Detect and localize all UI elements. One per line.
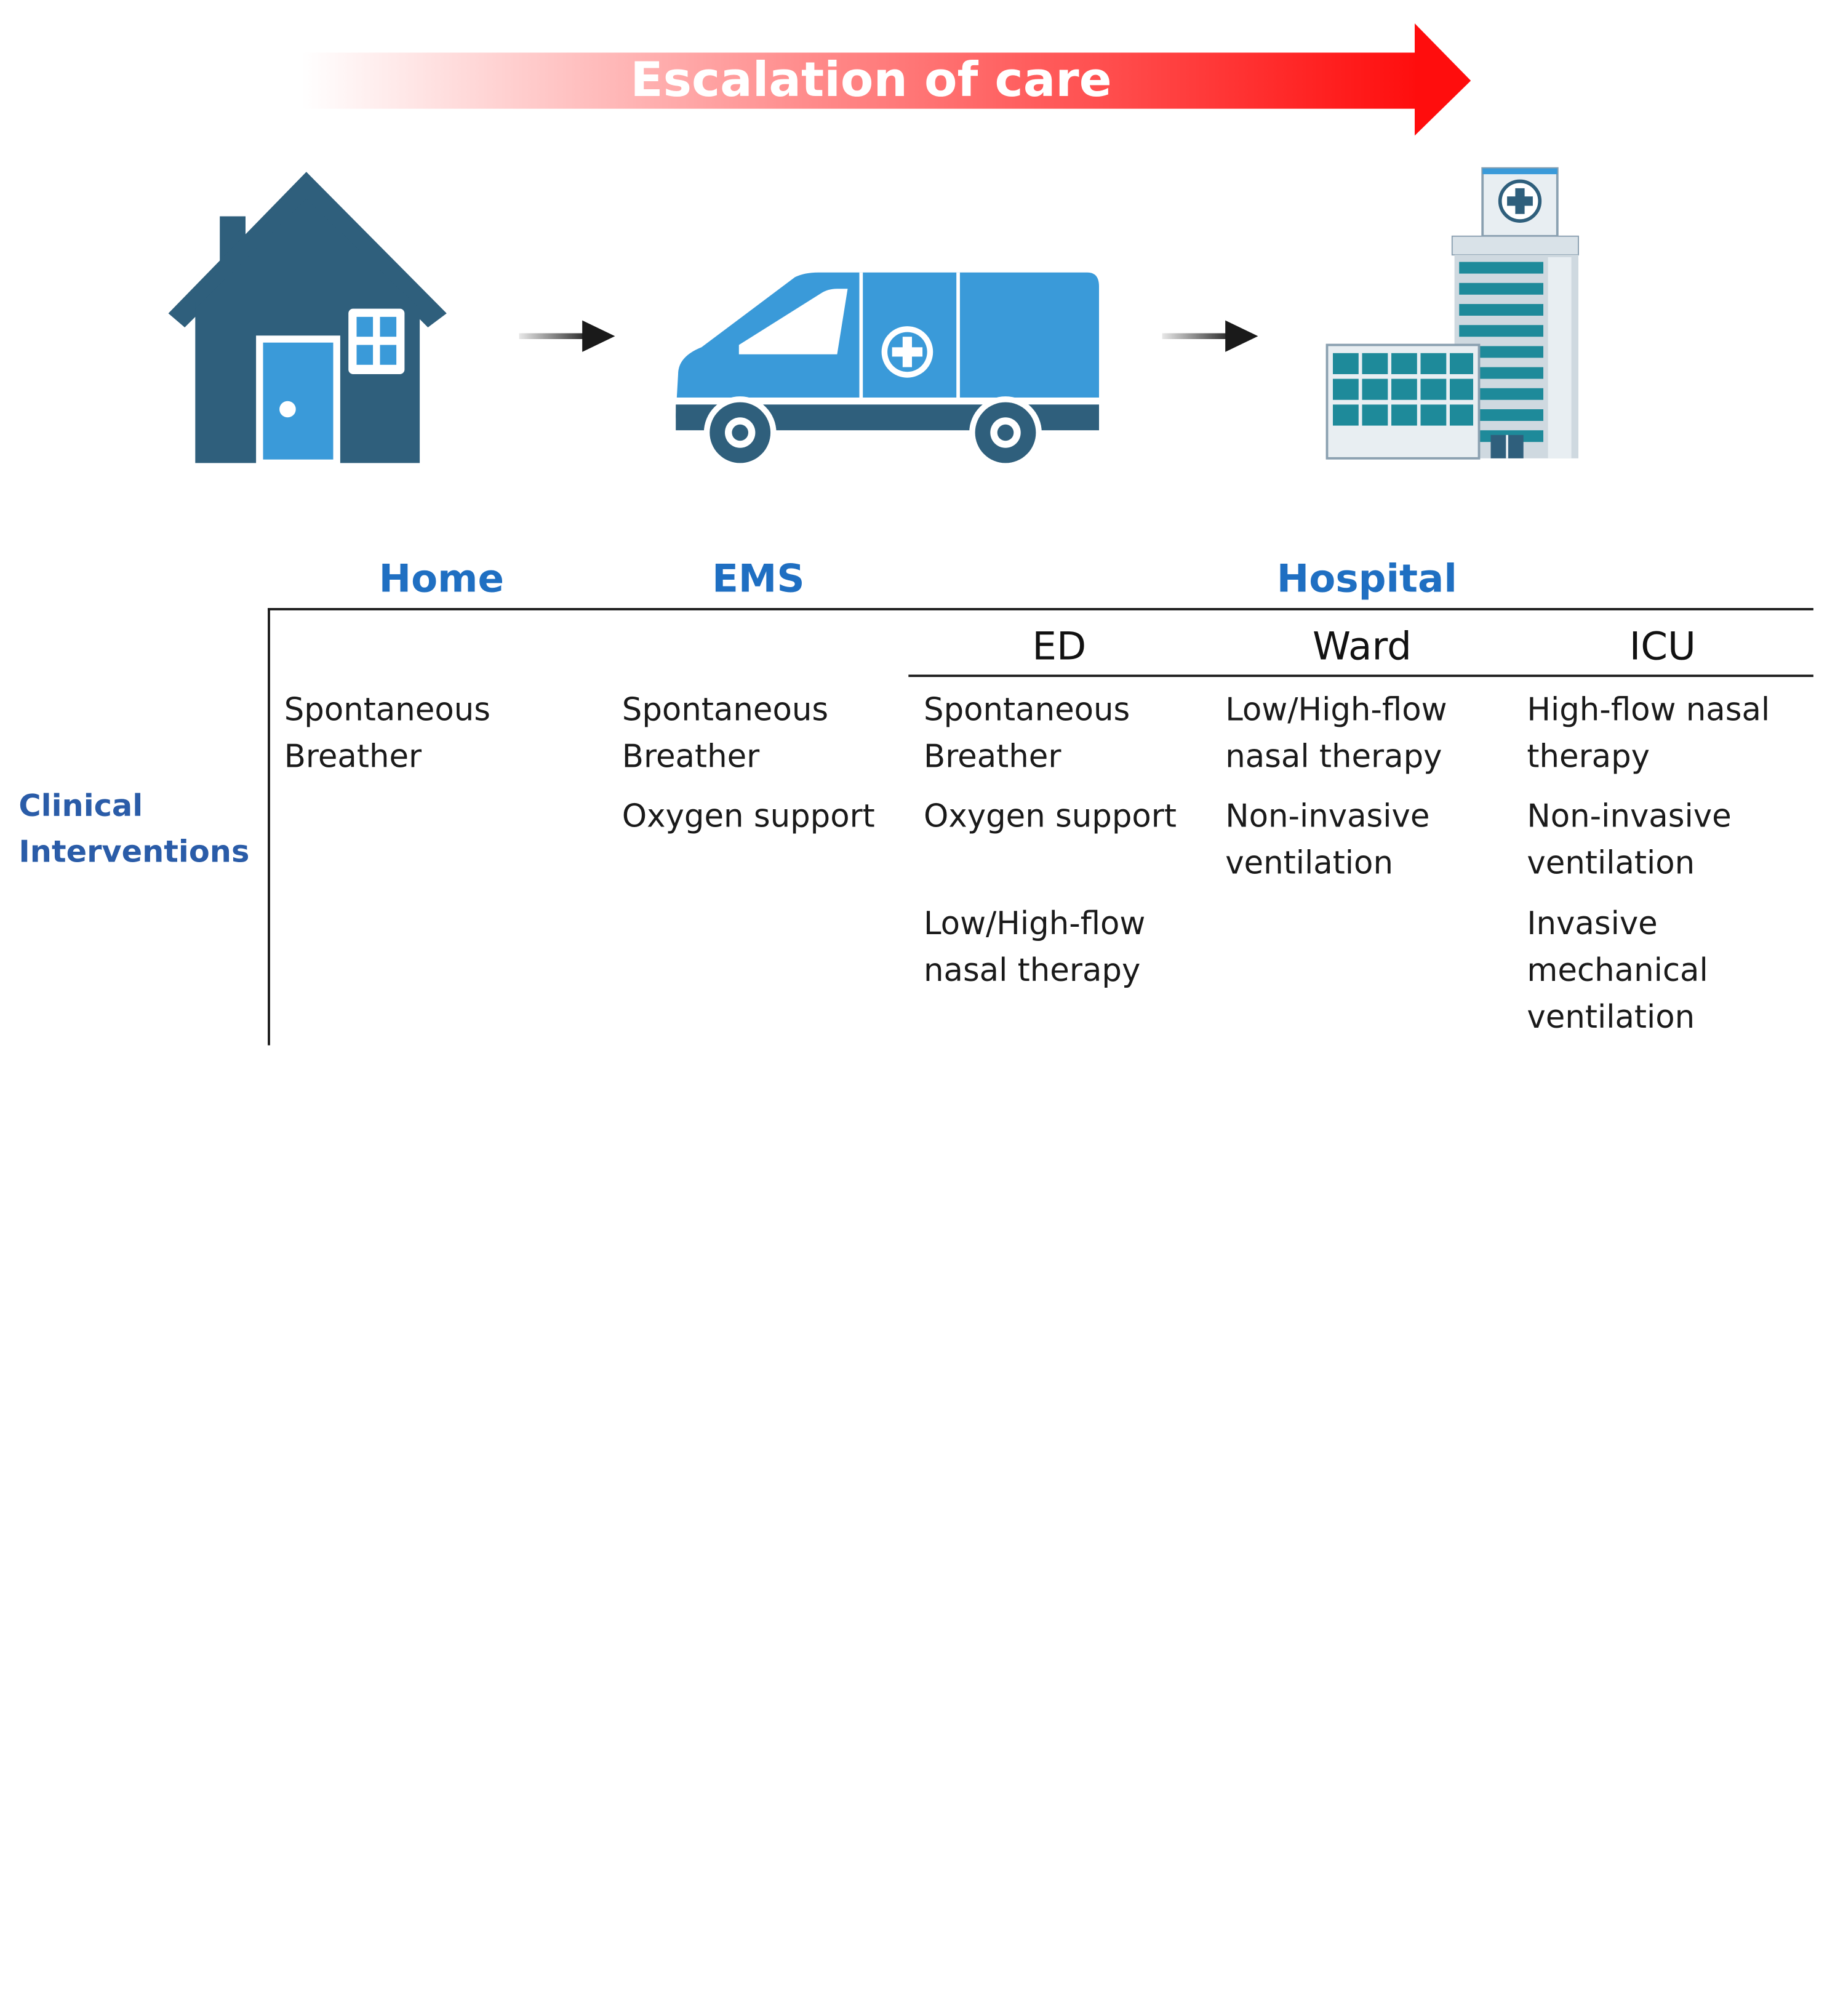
hospital-building-icon bbox=[1325, 167, 1579, 460]
house-icon bbox=[168, 172, 447, 467]
ems-cell-1: Spontaneous Breather bbox=[622, 692, 829, 775]
right-arrow-icon-2 bbox=[1162, 320, 1258, 352]
subheader-ward: Ward bbox=[1313, 623, 1412, 669]
icu-cell-2: Non-invasive ventilation bbox=[1527, 798, 1732, 882]
icu-cell-3: Invasive mechanical ventilation bbox=[1527, 906, 1708, 1036]
icu-cell-1: High-flow nasal therapy bbox=[1527, 692, 1770, 775]
subheader-icu: ICU bbox=[1629, 623, 1696, 669]
right-arrow-icon bbox=[519, 320, 615, 352]
header-hospital: Hospital bbox=[1276, 555, 1457, 601]
ward-cell-2: Non-invasive ventilation bbox=[1225, 798, 1430, 882]
row-label-clinical-interventions: Clinical Interventions bbox=[18, 789, 250, 870]
ems-cell-2: Oxygen support bbox=[622, 798, 875, 835]
ed-cell-3: Low/High-flow nasal therapy bbox=[924, 906, 1146, 990]
ward-cell-1: Low/High-flow nasal therapy bbox=[1225, 692, 1447, 775]
subheader-ed: ED bbox=[1032, 623, 1087, 669]
table-left-border bbox=[268, 608, 270, 1046]
hospital-subheader-border bbox=[908, 674, 1813, 678]
table-top-border bbox=[268, 608, 1813, 610]
escalation-title: Escalation of care bbox=[630, 51, 1112, 108]
header-ems: EMS bbox=[712, 555, 805, 601]
ambulance-icon bbox=[676, 272, 1099, 468]
escalation-arrow bbox=[302, 23, 1471, 136]
header-home: Home bbox=[378, 555, 505, 601]
ed-cell-2: Oxygen support bbox=[924, 798, 1177, 835]
home-cell-1: Spontaneous Breather bbox=[284, 692, 490, 775]
ed-cell-1: Spontaneous Breather bbox=[924, 692, 1130, 775]
